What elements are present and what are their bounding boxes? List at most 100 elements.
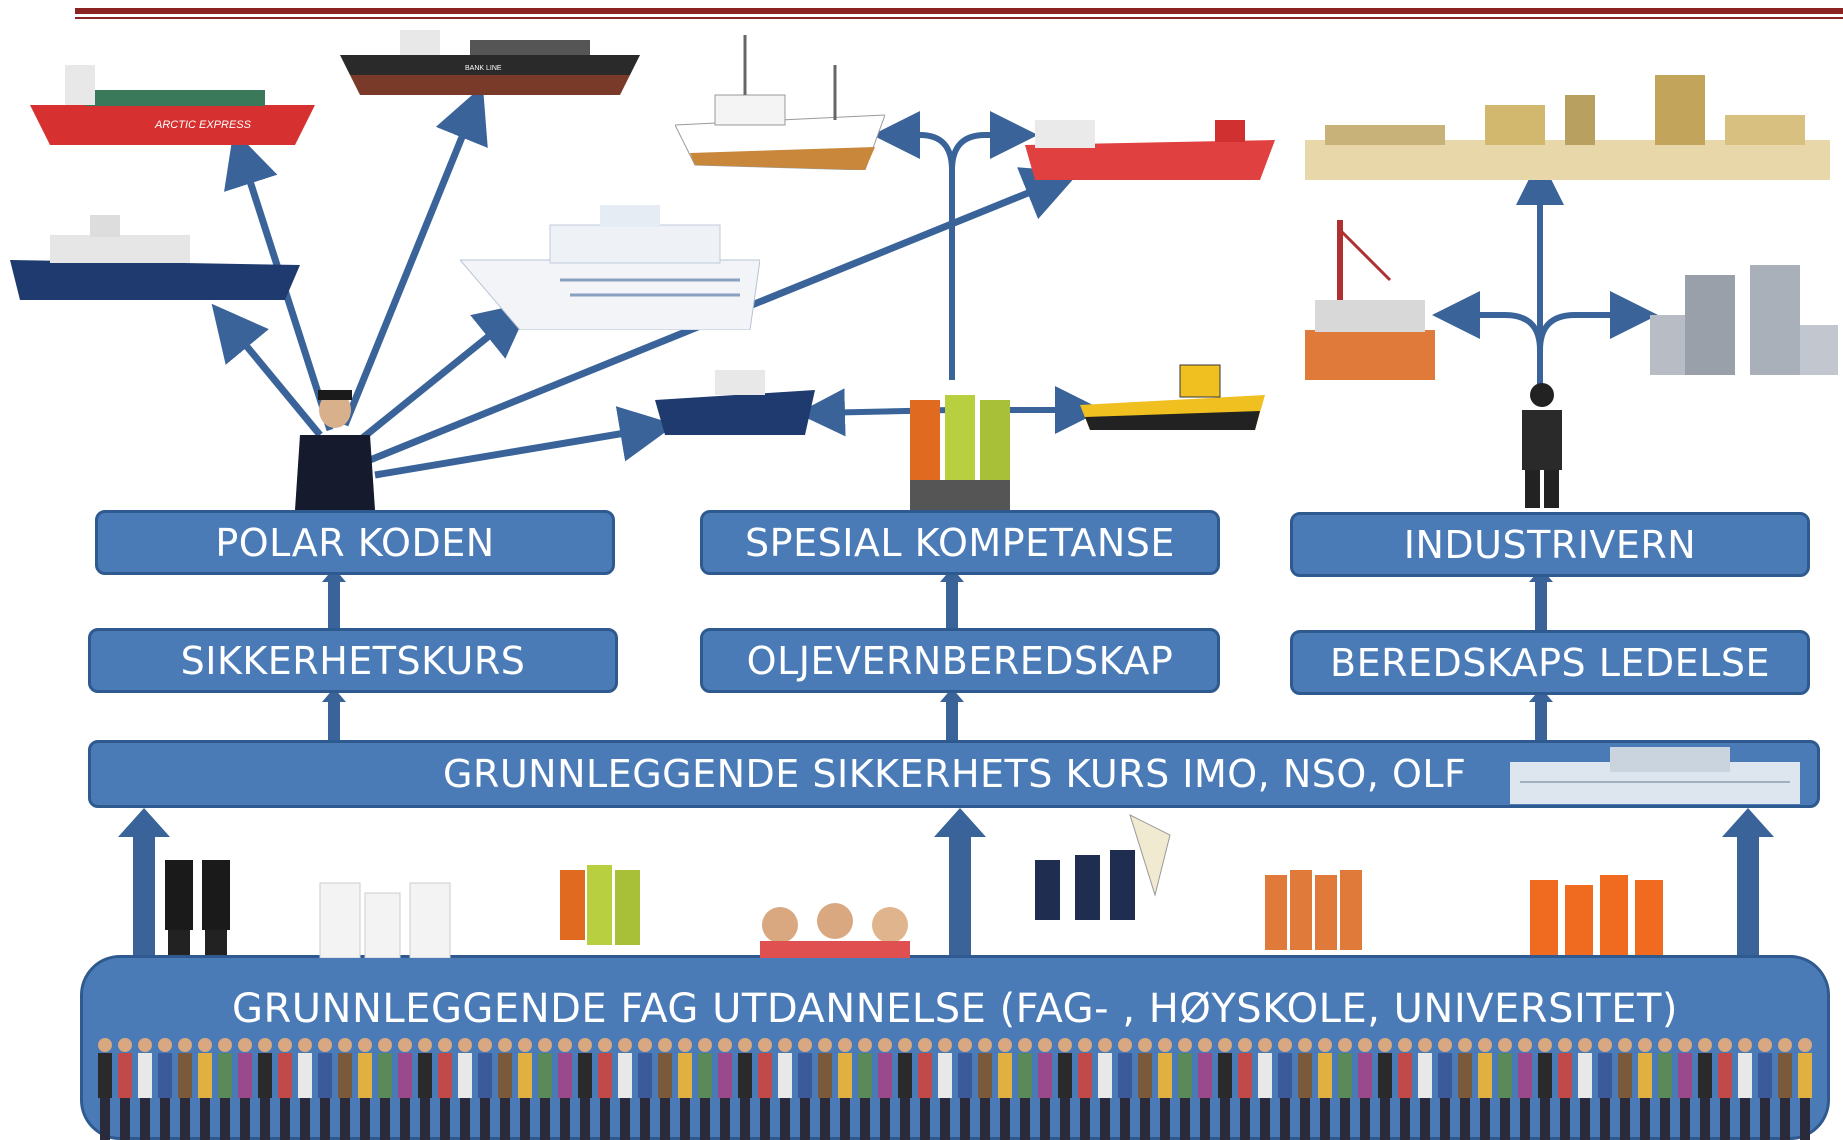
- office-buildings: [1650, 265, 1838, 375]
- arrow-to-bank-ship: [341, 85, 488, 427]
- student-body: [1558, 1053, 1572, 1098]
- student-legs: [860, 1098, 870, 1140]
- industrial-firefighter: [1522, 383, 1562, 508]
- box-beredskaps-ledelse: BEREDSKAPS LEDELSE: [1290, 630, 1810, 695]
- student-legs: [1140, 1098, 1150, 1140]
- student-head: [358, 1038, 372, 1052]
- svg-text:ARCTIC EXPRESS: ARCTIC EXPRESS: [154, 119, 252, 131]
- student-head: [698, 1038, 712, 1052]
- student-legs: [140, 1098, 150, 1140]
- student-head: [1318, 1038, 1332, 1052]
- box-grunnleggende-fag-utdannelse: GRUNNLEGGENDE FAG UTDANNELSE (FAG- , HØY…: [80, 955, 1830, 1140]
- student-legs: [160, 1098, 170, 1140]
- student-body: [1718, 1053, 1732, 1098]
- student-head: [1538, 1038, 1552, 1052]
- student-body: [258, 1053, 272, 1098]
- student-head: [758, 1038, 772, 1052]
- student-body: [898, 1053, 912, 1098]
- student-legs: [1400, 1098, 1410, 1140]
- student-legs: [820, 1098, 830, 1140]
- student-body: [1318, 1053, 1332, 1098]
- student-legs: [1000, 1098, 1010, 1140]
- student-head: [898, 1038, 912, 1052]
- student-legs: [1360, 1098, 1370, 1140]
- student-head: [538, 1038, 552, 1052]
- student-body: [1418, 1053, 1432, 1098]
- student-head: [858, 1038, 872, 1052]
- student-head: [1658, 1038, 1672, 1052]
- firefighters-group: [910, 395, 1010, 520]
- student-body: [638, 1053, 652, 1098]
- student-head: [1738, 1038, 1752, 1052]
- student-body: [938, 1053, 952, 1098]
- student-legs: [1320, 1098, 1330, 1140]
- student-legs: [1220, 1098, 1230, 1140]
- student-body: [1738, 1053, 1752, 1098]
- student-legs: [1620, 1098, 1630, 1140]
- student-body: [1098, 1053, 1112, 1098]
- student-head: [1118, 1038, 1132, 1052]
- blue-offshore-vessel: [655, 370, 815, 435]
- student-body: [118, 1053, 132, 1098]
- student-legs: [180, 1098, 190, 1140]
- student-legs: [600, 1098, 610, 1140]
- student-body: [538, 1053, 552, 1098]
- student-legs: [840, 1098, 850, 1140]
- student-head: [1058, 1038, 1072, 1052]
- student-legs: [1420, 1098, 1430, 1140]
- student-head: [1798, 1038, 1812, 1052]
- student-legs: [560, 1098, 570, 1140]
- grunnleggende-kurs-label: GRUNNLEGGENDE SIKKERHETS KURS IMO, NSO, …: [443, 752, 1467, 796]
- student-legs: [900, 1098, 910, 1140]
- student-legs: [1600, 1098, 1610, 1140]
- student-body: [1118, 1053, 1132, 1098]
- student-body: [1438, 1053, 1452, 1098]
- student-head: [1198, 1038, 1212, 1052]
- connector-oljevern-base: [946, 700, 958, 745]
- student-head: [1558, 1038, 1572, 1052]
- student-head: [1518, 1038, 1532, 1052]
- student-legs: [1260, 1098, 1270, 1140]
- student-body: [298, 1053, 312, 1098]
- student-legs: [1740, 1098, 1750, 1140]
- student-head: [458, 1038, 472, 1052]
- student-legs: [240, 1098, 250, 1140]
- student-body: [1798, 1053, 1812, 1098]
- big-arrow-right: [1737, 835, 1759, 955]
- student-legs: [880, 1098, 890, 1140]
- student-body: [338, 1053, 352, 1098]
- student-body: [1138, 1053, 1152, 1098]
- student-head: [1178, 1038, 1192, 1052]
- box-polar-koden: POLAR KODEN: [95, 510, 615, 575]
- student-legs: [1380, 1098, 1390, 1140]
- student-body: [1578, 1053, 1592, 1098]
- student-body: [918, 1053, 932, 1098]
- student-legs: [1480, 1098, 1490, 1140]
- student-head: [958, 1038, 972, 1052]
- student-legs: [1460, 1098, 1470, 1140]
- student-body: [858, 1053, 872, 1098]
- student-head: [398, 1038, 412, 1052]
- fag-utdannelse-label: GRUNNLEGGENDE FAG UTDANNELSE (FAG- , HØY…: [231, 986, 1679, 1032]
- student-body: [1538, 1053, 1552, 1098]
- firefighters-small: [560, 865, 640, 945]
- student-head: [1758, 1038, 1772, 1052]
- student-legs: [1540, 1098, 1550, 1140]
- student-head: [718, 1038, 732, 1052]
- student-legs: [660, 1098, 670, 1140]
- student-head: [618, 1038, 632, 1052]
- student-head: [298, 1038, 312, 1052]
- student-head: [1018, 1038, 1032, 1052]
- student-head: [1498, 1038, 1512, 1052]
- student-body: [518, 1053, 532, 1098]
- box-spesial-kompetanse: SPESIAL KOMPETANSE: [700, 510, 1220, 575]
- student-body: [1198, 1053, 1212, 1098]
- bank-line-ship: BANK LINE: [340, 30, 640, 95]
- student-body: [558, 1053, 572, 1098]
- student-head: [198, 1038, 212, 1052]
- student-body: [418, 1053, 432, 1098]
- student-legs: [1100, 1098, 1110, 1140]
- student-body: [818, 1053, 832, 1098]
- student-body: [598, 1053, 612, 1098]
- student-head: [818, 1038, 832, 1052]
